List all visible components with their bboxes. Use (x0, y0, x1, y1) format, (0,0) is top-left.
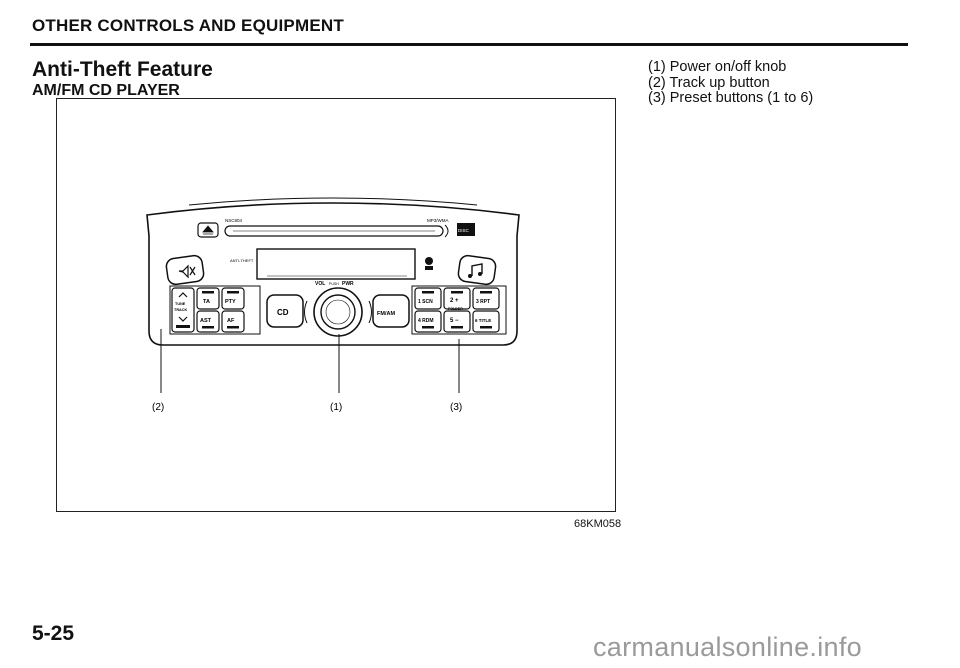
callout-2: (2) (152, 402, 164, 413)
legend-item-2: (2) Track up button (648, 74, 770, 91)
panel-format-label: MP3/WMA (427, 218, 449, 223)
af-label: AF (227, 318, 235, 324)
tune-track-button (171, 287, 195, 333)
tune-label: TUNE (175, 302, 186, 306)
preset-3-label: 3 RPT (476, 299, 490, 305)
figure-code: 68KM058 (574, 518, 622, 530)
section-title: Anti-Theft Feature (32, 58, 213, 81)
disc-icon (457, 223, 475, 236)
legend-item-1: (1) Power on/off knob (648, 59, 787, 75)
page-header: OTHER CONTROLS AND EQUIPMENT (32, 16, 344, 35)
preset-2-button (443, 287, 471, 310)
track-up-icon (178, 292, 188, 298)
preset-5-button (443, 310, 471, 333)
cd-button-label: CD (277, 308, 289, 317)
watermark: carmanualsonline.info (593, 632, 862, 662)
pwr-label: PWR (342, 281, 354, 287)
figure-frame: NSC804 MP3/WMA DISC ANTI-THEFT VOL PUSH … (56, 98, 616, 512)
callout-1: (1) (330, 402, 342, 413)
mute-button (165, 254, 205, 286)
legend-item-3: (3) Preset buttons (1 to 6) (648, 90, 814, 106)
section-subtitle: AM/FM CD PLAYER (32, 82, 180, 99)
sound-button (457, 254, 497, 286)
mute-icon (178, 264, 196, 279)
ast-label: AST (200, 318, 212, 324)
antitheft-indicator-label: ANTI-THEFT (230, 258, 254, 263)
preset-4-label: 4 RDM (418, 318, 434, 324)
preset-6-label: 6 TITLE (475, 318, 491, 323)
track-label: TRACK (174, 308, 188, 312)
music-note-icon (471, 263, 483, 276)
folder-label: FOLDER (448, 307, 463, 311)
display-icon-dot (425, 257, 433, 265)
legend: (1) Power on/off knob (2) Track up butto… (648, 59, 814, 107)
preset-5-label: 5 − (450, 318, 459, 324)
preset-1-button (414, 287, 442, 310)
disc-icon-label: DISC (458, 228, 470, 233)
header-rule (30, 43, 908, 46)
page-number: 5-25 (32, 622, 75, 645)
display-window (256, 248, 416, 280)
ta-label: TA (203, 299, 210, 305)
eject-button (197, 222, 219, 238)
radio-panel-illustration: NSC804 MP3/WMA DISC ANTI-THEFT VOL PUSH … (146, 197, 520, 413)
pty-button (221, 287, 245, 310)
left-button-cluster (169, 285, 261, 335)
fmam-button-label: FM/AM (377, 311, 395, 317)
preset-button-cluster (411, 285, 507, 335)
vol-label: VOL (315, 281, 325, 287)
fmam-button (372, 294, 410, 328)
push-label: PUSH (329, 282, 339, 286)
track-down-icon (178, 316, 188, 322)
cd-button (266, 294, 304, 328)
preset-3-button (472, 287, 500, 310)
ta-button (196, 287, 220, 310)
callout-3: (3) (450, 402, 462, 413)
eject-icon (202, 225, 214, 235)
preset-6-button (472, 310, 500, 333)
cd-slot (224, 225, 444, 237)
ast-button (196, 310, 220, 333)
preset-4-button (414, 310, 442, 333)
panel-model-label: NSC804 (225, 218, 243, 223)
pty-label: PTY (225, 299, 236, 305)
af-button (221, 310, 245, 333)
preset-2-label: 2 + (450, 298, 459, 304)
preset-1-label: 1 SCN (418, 299, 433, 305)
panel-top-curve (188, 197, 478, 206)
